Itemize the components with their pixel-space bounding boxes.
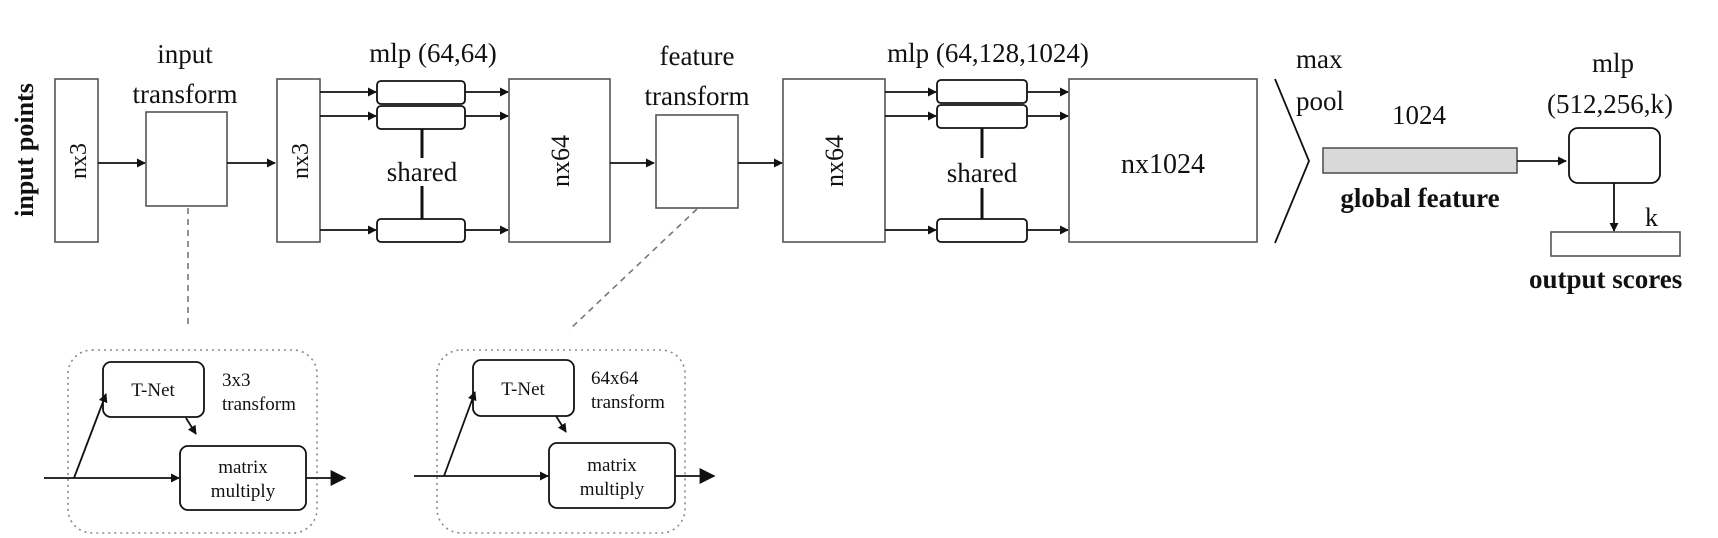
mlp3-block	[1568, 127, 1661, 184]
nx64-block-2	[782, 78, 886, 243]
mlp3-label-1: mlp	[1592, 48, 1634, 78]
global-feature-bar	[1322, 147, 1518, 174]
feature-tnet-transform-1: 64x64	[591, 368, 639, 389]
mlp2-unit-3	[936, 218, 1028, 243]
mlp1-unit-1	[376, 80, 466, 105]
feature-subnet-frame	[436, 349, 686, 534]
global-feature-label: global feature	[1340, 183, 1499, 213]
input-matrix-label-1: matrix	[218, 457, 268, 478]
mlp1-shared-label: shared	[387, 157, 458, 187]
feature-tnet-box	[472, 359, 575, 417]
input-tnet-box	[102, 361, 205, 418]
feature-matrix-label-2: multiply	[580, 479, 645, 500]
mlp2-label: mlp (64,128,1024)	[887, 38, 1089, 68]
max-pool-label-2: pool	[1296, 86, 1344, 116]
feature-matrix-label-1: matrix	[587, 455, 637, 476]
mlp2-shared-label: shared	[947, 158, 1018, 188]
mlp1-unit-2	[376, 105, 466, 130]
nx3-transformed-label: nx3	[288, 143, 314, 179]
max-pool-symbol	[1274, 78, 1310, 244]
input-transform-title-2: transform	[133, 79, 238, 109]
input-tnet-to-matrix	[185, 417, 197, 435]
mlp1-unit-3	[376, 218, 466, 243]
nx3-input-block	[54, 78, 99, 243]
nx1024-block	[1068, 78, 1258, 243]
feature-transform-link	[568, 208, 698, 331]
input-tnet-transform-1: 3x3	[222, 370, 251, 391]
feature-transform-block	[655, 114, 739, 209]
feature-tnet-transform-2: transform	[591, 392, 665, 413]
input-tnet-transform-2: transform	[222, 394, 296, 415]
feature-tnet-label: T-Net	[501, 379, 545, 400]
input-matrix-label-2: multiply	[211, 481, 276, 502]
feature-transform-title-1: feature	[660, 41, 735, 71]
nx3-input-label: nx3	[66, 143, 92, 179]
nx3-transformed-block	[276, 78, 321, 243]
feature-transform-title-2: transform	[645, 81, 750, 111]
input-tnet-label: T-Net	[131, 380, 175, 401]
nx64-label-2: nx64	[820, 135, 849, 187]
input-points-label: input points	[10, 83, 39, 217]
output-scores-bar	[1550, 231, 1681, 257]
mlp1-label: mlp (64,64)	[369, 38, 497, 68]
input-tnet-subnetwork: T-Net 3x3 transform matrix multiply	[44, 349, 347, 534]
mlp2-unit-2	[936, 104, 1028, 129]
global-feature-dim-label: 1024	[1392, 100, 1447, 130]
input-subnet-branch-to-tnet	[73, 393, 108, 479]
mlp3-label-2: (512,256,k)	[1547, 89, 1673, 119]
input-transform-title-1: input	[157, 39, 213, 69]
nx1024-label: nx1024	[1121, 149, 1205, 180]
nx64-block-1	[508, 78, 611, 243]
input-transform-block	[145, 111, 228, 207]
output-scores-label: output scores	[1529, 264, 1682, 294]
mlp2-unit-1	[936, 79, 1028, 104]
nx64-label-1: nx64	[546, 135, 575, 187]
feature-subnet-branch-to-tnet	[443, 391, 477, 477]
feature-tnet-subnetwork: T-Net 64x64 transform matrix multiply	[414, 349, 716, 534]
input-subnet-frame	[67, 349, 318, 534]
k-label: k	[1645, 203, 1658, 232]
max-pool-label-1: max	[1296, 44, 1343, 74]
feature-tnet-to-matrix	[555, 415, 567, 433]
